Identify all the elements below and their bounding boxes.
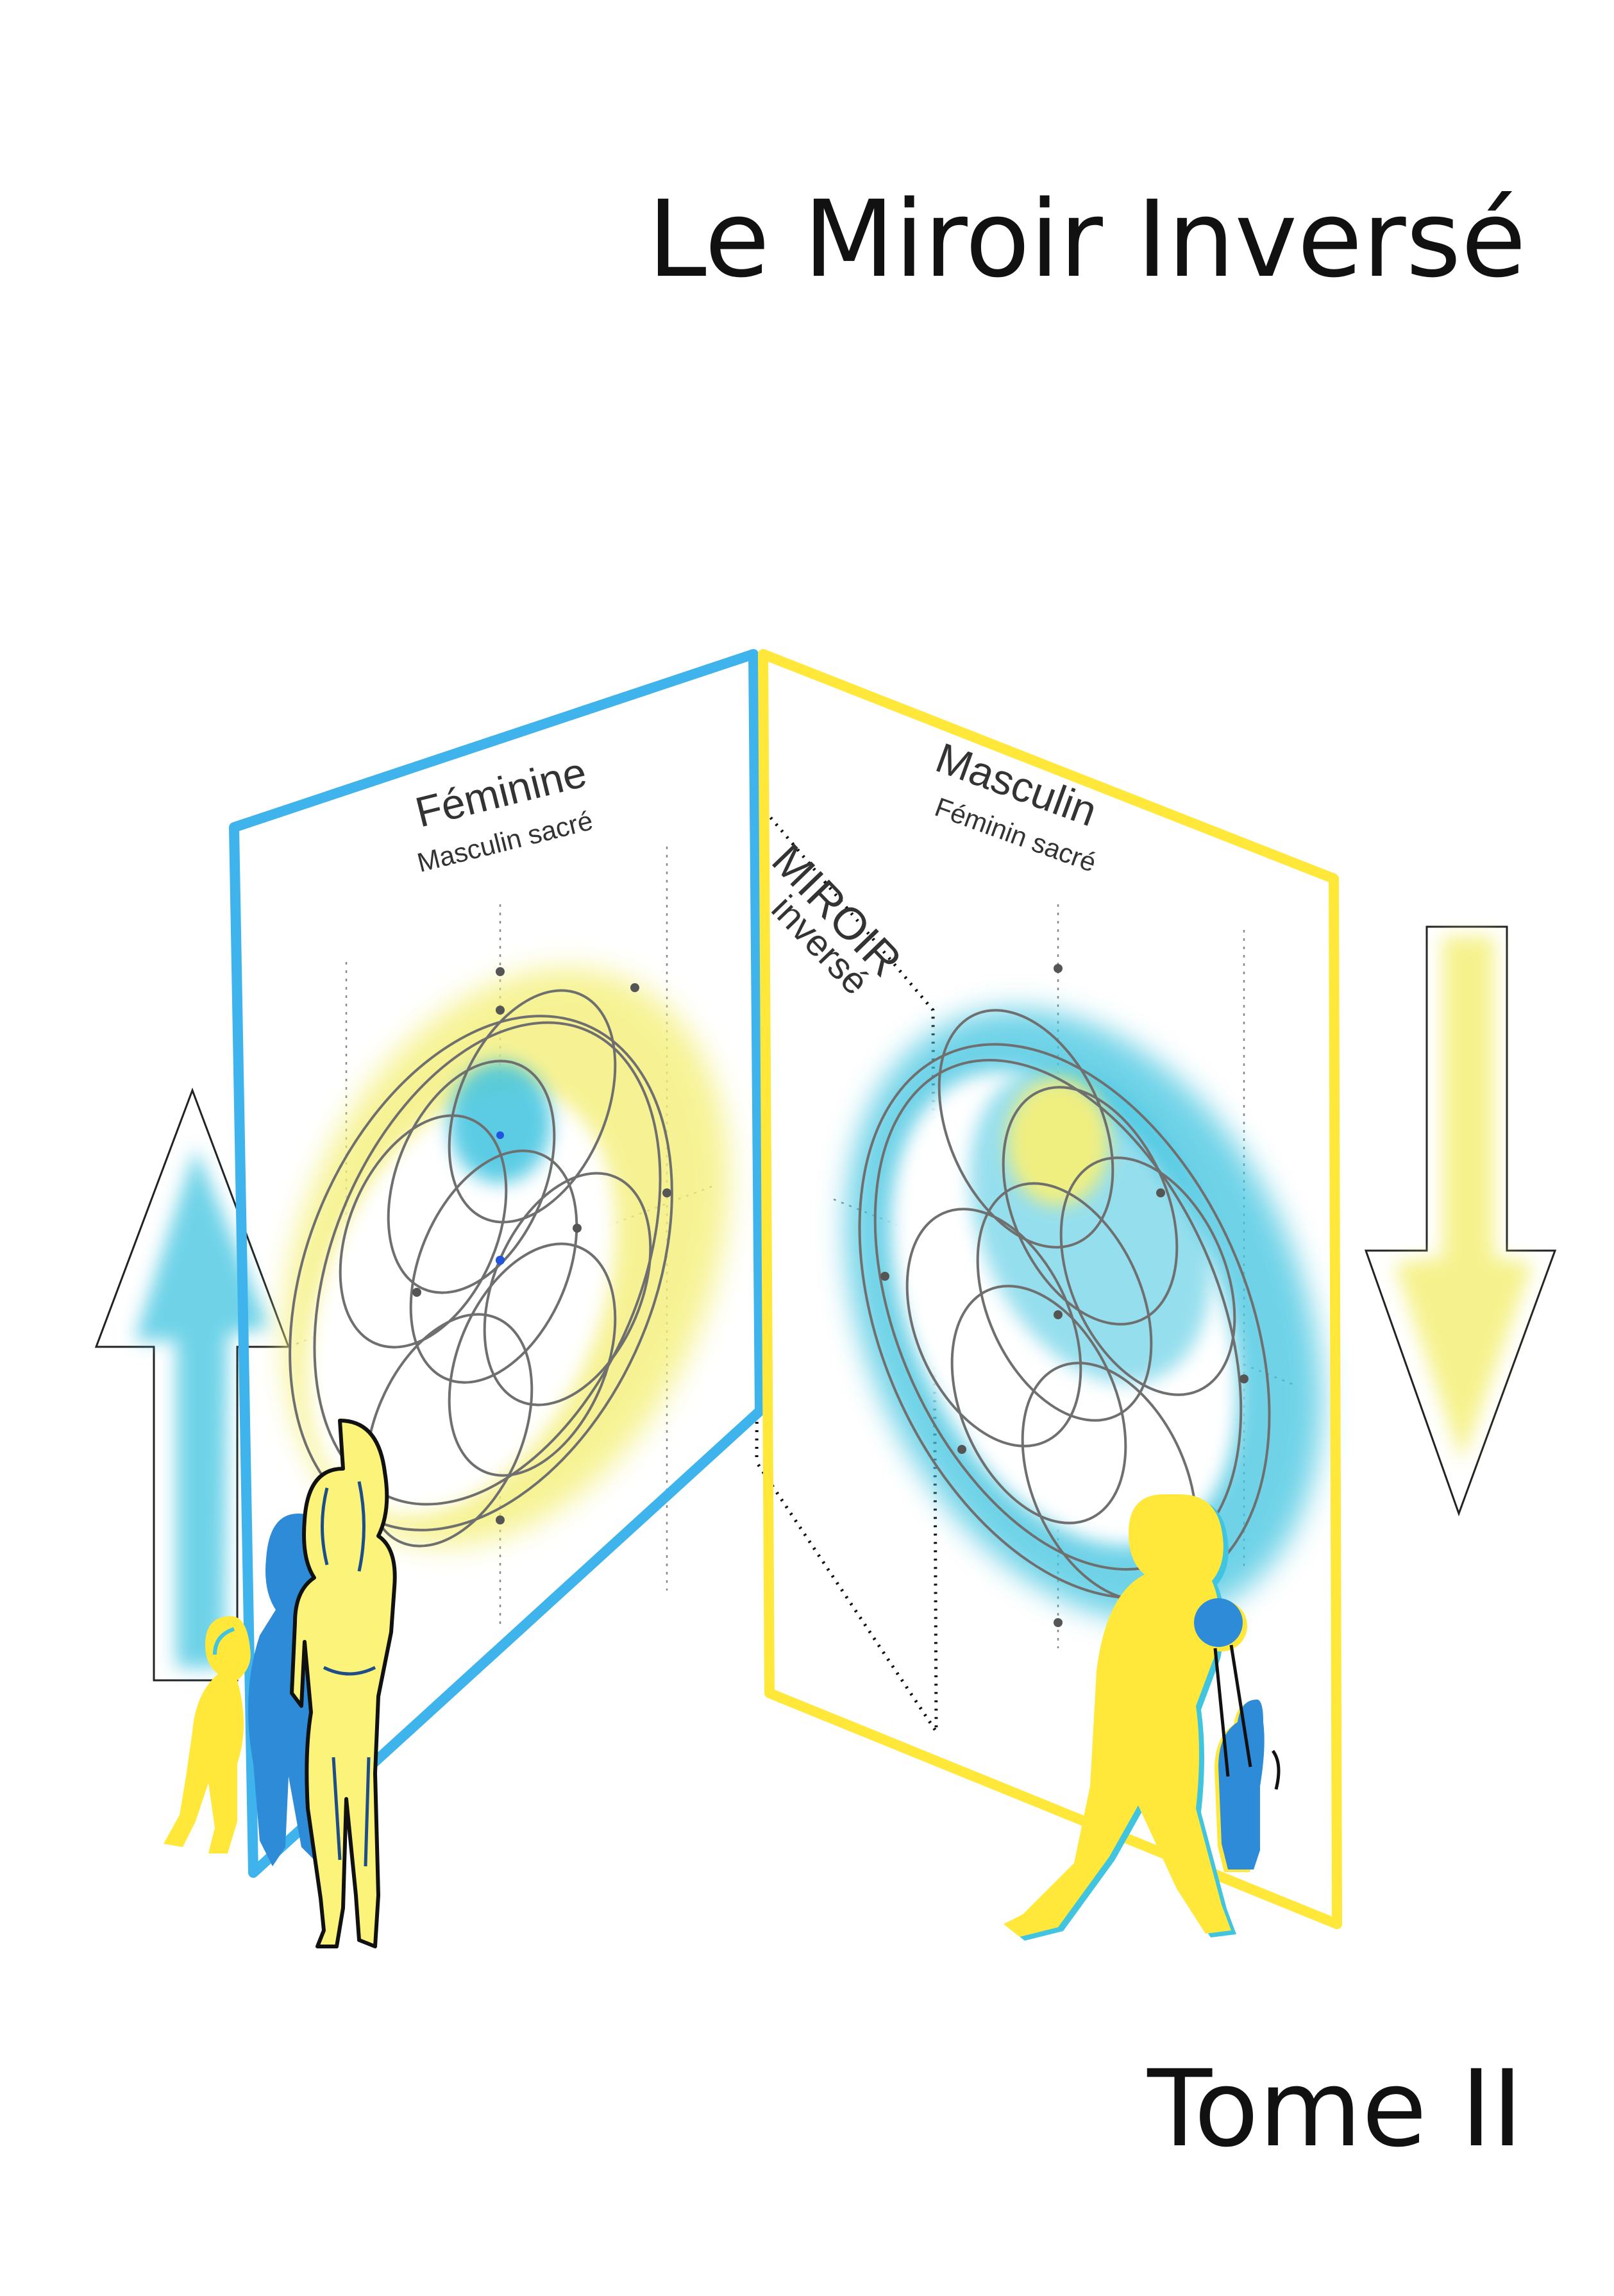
right-panel-frame <box>758 649 1342 1929</box>
child-yellow-silhouette <box>164 1616 251 1853</box>
left-flower-of-life <box>289 989 673 1548</box>
down-arrow-icon <box>1364 925 1557 1517</box>
man-yellow-silhouette <box>1004 1494 1231 1937</box>
child-blue-silhouette <box>1194 1598 1281 1872</box>
book-volume: Tome II <box>1147 2047 1523 2170</box>
right-panel: Masculin Féminin sacré <box>758 649 1342 1929</box>
right-figures <box>1004 1494 1281 1941</box>
woman-silhouette <box>290 1419 397 1948</box>
left-panel: Féminine Masculin sacré <box>229 649 765 1878</box>
up-arrow-icon <box>94 1087 290 1682</box>
right-flower-of-life <box>858 1009 1271 1601</box>
left-panel-frame <box>229 649 765 1878</box>
book-title: Le Miroir Inversé <box>648 178 1526 301</box>
right-geometry-points <box>880 964 1248 1627</box>
left-geometry-points <box>412 967 671 1524</box>
left-figures <box>164 1419 397 1948</box>
